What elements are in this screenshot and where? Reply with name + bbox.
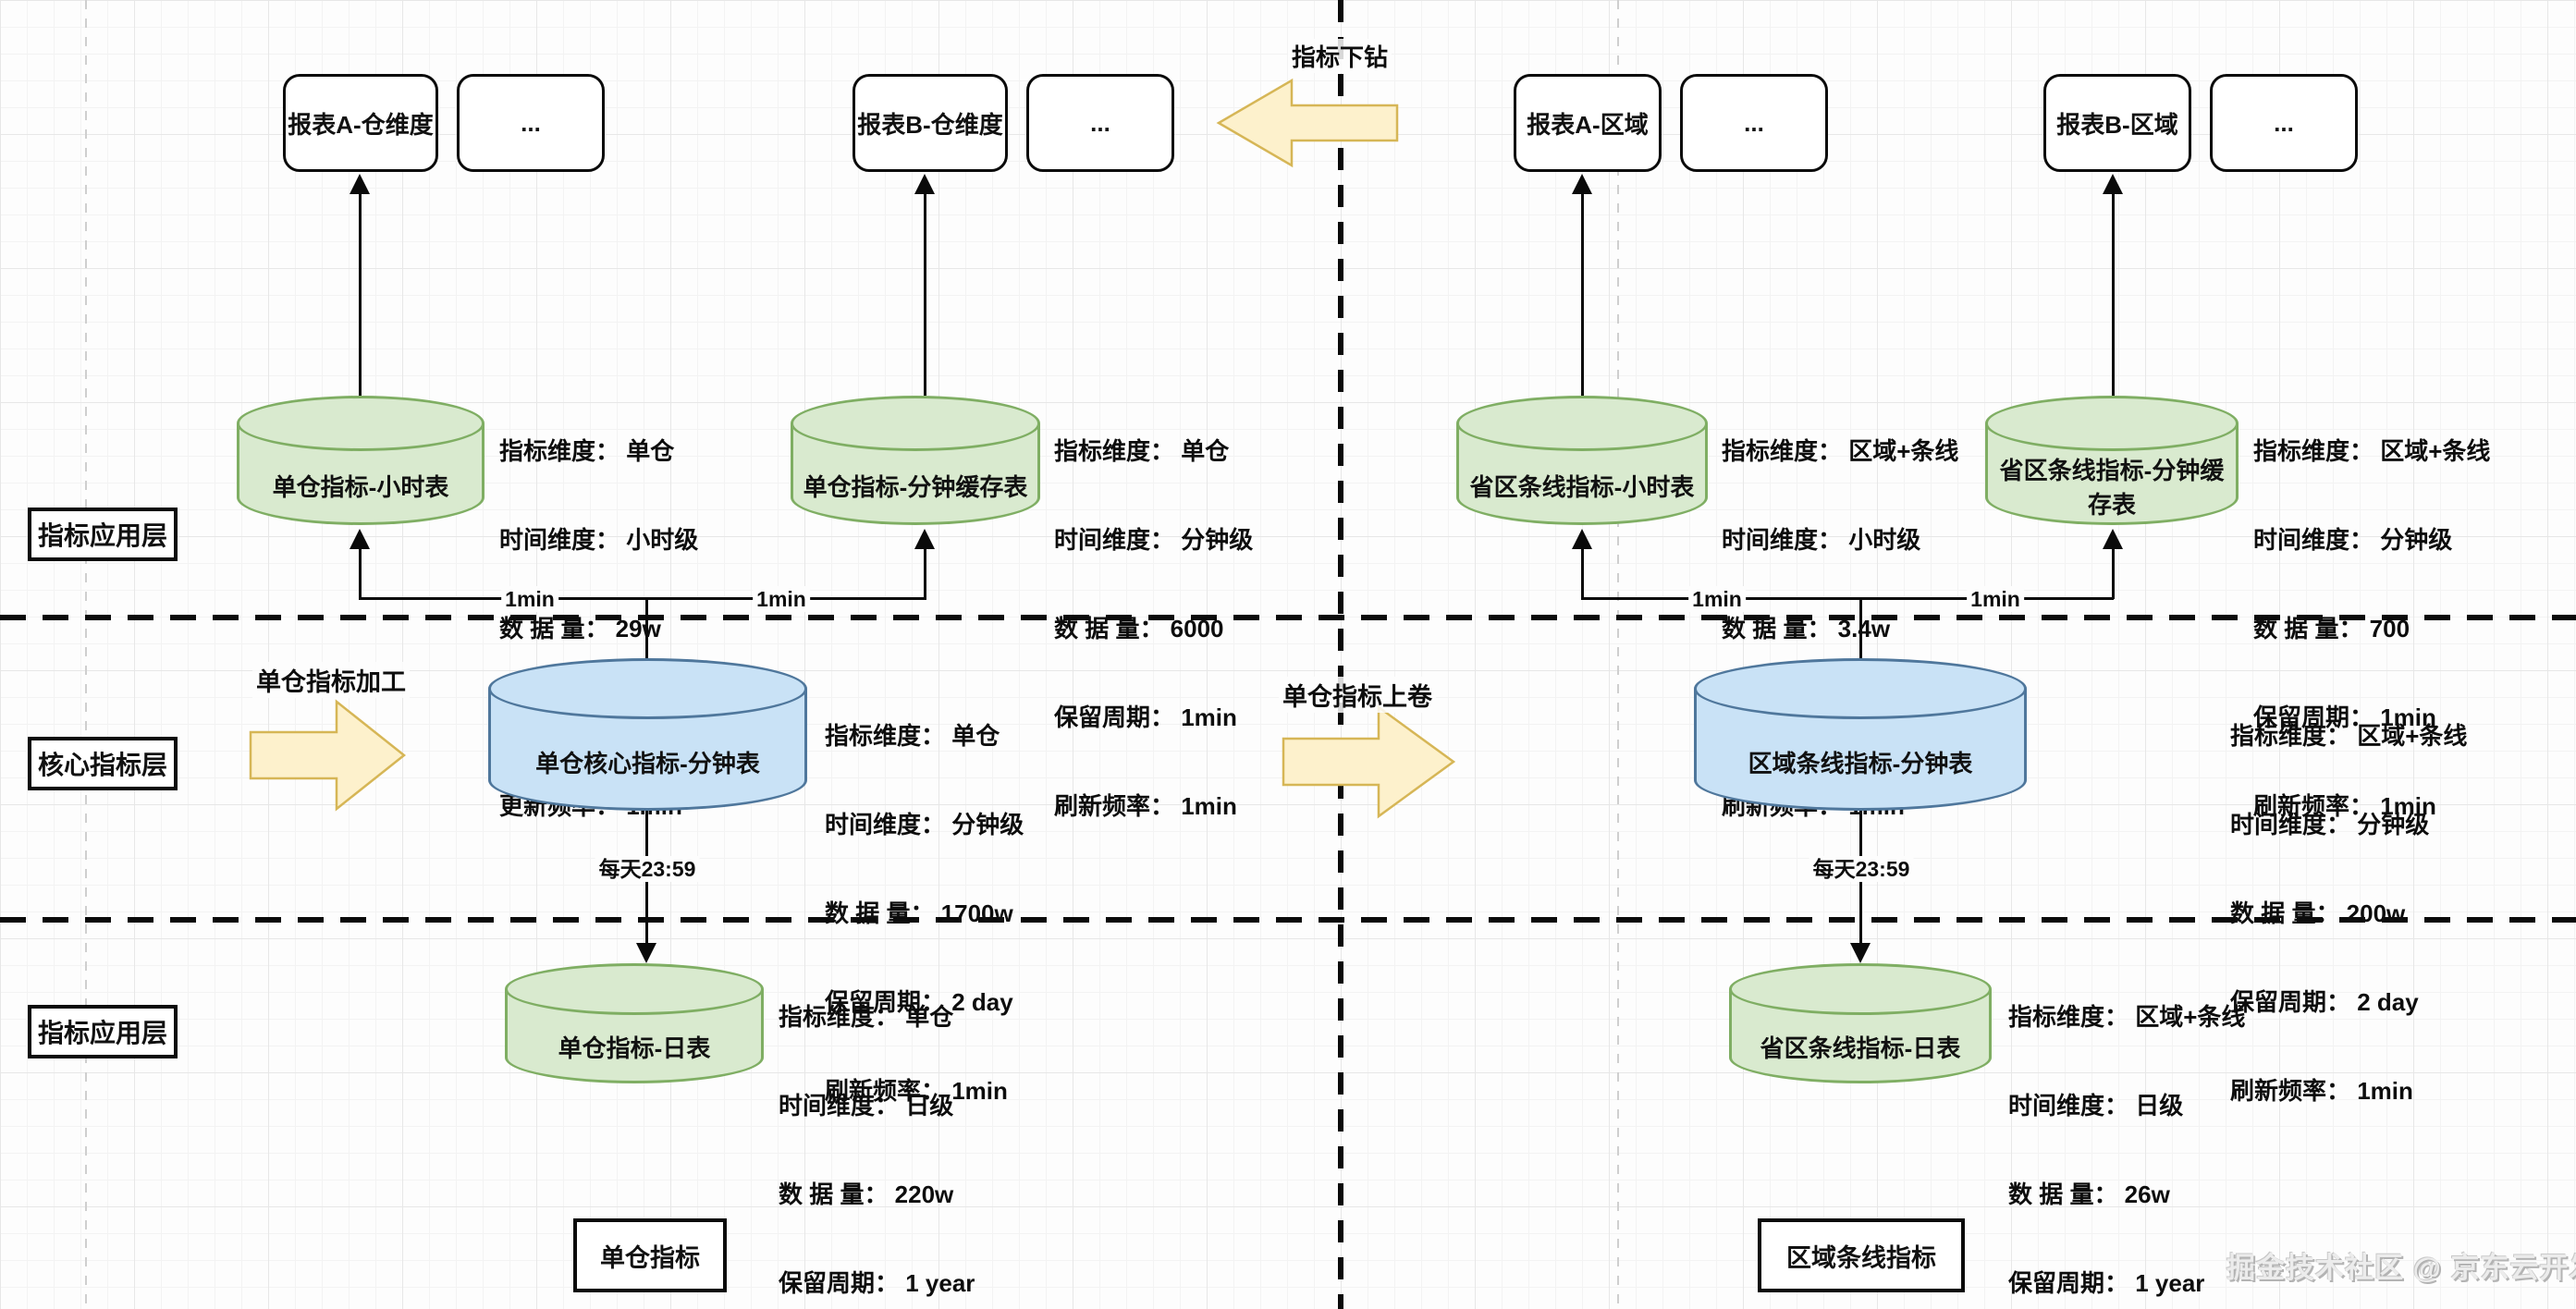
edge-label-1min: 1min bbox=[501, 586, 558, 612]
cylinder-region-hour: 省区条线指标-小时表 bbox=[1456, 396, 1708, 525]
stats-wh-core-min: 指标维度： 单仓 时间维度： 分钟级 数 据 量： 1700w 保留周期： 2 … bbox=[825, 722, 1024, 1105]
connector-whhour-to-reportA bbox=[359, 185, 362, 396]
cylinder-region-day: 省区条线指标-日表 bbox=[1729, 963, 1992, 1083]
stats-region-min: 指标维度： 区域+条线 时间维度： 分钟级 数 据 量： 200w 保留周期： … bbox=[2230, 722, 2468, 1105]
cylinder-top-ellipse bbox=[505, 963, 764, 1015]
cylinder-top-ellipse bbox=[237, 396, 485, 451]
arrowhead-up bbox=[350, 529, 370, 549]
arrowhead-up bbox=[2103, 529, 2123, 549]
elbow-junction-left bbox=[645, 597, 648, 666]
stats-region-min-cache: 指标维度： 区域+条线 时间维度： 分钟级 数 据 量： 700 保留周期： 1… bbox=[2253, 437, 2491, 820]
group-label-text: 单仓指标 bbox=[600, 1243, 700, 1272]
arrowhead-down bbox=[1850, 943, 1871, 963]
cylinder-top-ellipse bbox=[791, 396, 1040, 451]
cylinder-top-ellipse bbox=[1729, 963, 1992, 1015]
cylinder-top-ellipse bbox=[1985, 396, 2239, 451]
stats-wh-day: 指标维度： 单仓 时间维度： 日级 数 据 量： 220w 保留周期： 1 ye… bbox=[779, 1003, 975, 1297]
report-box-b-region: 报表B-区域 bbox=[2043, 74, 2191, 172]
layer-label-text: 指标应用层 bbox=[37, 1019, 167, 1047]
flow-label-roll-up: 单仓指标上卷 bbox=[1279, 677, 1436, 713]
report-box-more: ... bbox=[2210, 74, 2358, 172]
elbow-horizontal-left bbox=[359, 597, 926, 600]
report-box-more: ... bbox=[457, 74, 605, 172]
layer-label-core: 核心指标层 bbox=[28, 737, 178, 790]
report-box-label: 报表A-仓维度 bbox=[288, 110, 434, 139]
group-label-text: 区域条线指标 bbox=[1786, 1243, 1936, 1272]
edge-label-daily: 每天23:59 bbox=[595, 856, 700, 882]
report-box-more: ... bbox=[1026, 74, 1174, 172]
edge-label-1min: 1min bbox=[1688, 586, 1746, 612]
cylinder-label: 单仓指标-日表 bbox=[558, 1034, 711, 1062]
edge-label-1min: 1min bbox=[753, 586, 810, 612]
report-box-label: ... bbox=[1744, 108, 1764, 137]
flow-label-drill-down: 指标下钻 bbox=[1287, 39, 1392, 73]
report-box-more: ... bbox=[1680, 74, 1828, 172]
cylinder-label: 单仓指标-小时表 bbox=[272, 473, 449, 501]
page-guide-right bbox=[1617, 0, 1619, 1309]
layer-label-text: 核心指标层 bbox=[37, 751, 167, 779]
cylinder-label: 单仓核心指标-分钟表 bbox=[535, 750, 760, 777]
arrowhead-up bbox=[350, 174, 370, 194]
layer-label-app-bottom: 指标应用层 bbox=[28, 1005, 178, 1058]
elbow-junction-right bbox=[1859, 597, 1862, 666]
flow-label-process: 单仓指标加工 bbox=[252, 662, 410, 698]
connector-regionmincache-to-reportB-region bbox=[2112, 185, 2115, 396]
cylinder-label: 省区条线指标-日表 bbox=[1760, 1034, 1961, 1062]
report-box-label: 报表B-区域 bbox=[2056, 110, 2178, 139]
cylinder-label: 区域条线指标-分钟表 bbox=[1748, 750, 1973, 777]
cylinder-wh-hour: 单仓指标-小时表 bbox=[237, 396, 485, 525]
cylinder-top-ellipse bbox=[1456, 396, 1708, 451]
cylinder-region-min-cache: 省区条线指标-分钟缓存表 bbox=[1985, 396, 2239, 525]
layer-label-app-top: 指标应用层 bbox=[28, 508, 178, 561]
elbow-stub bbox=[359, 547, 362, 599]
arrowhead-up bbox=[1572, 174, 1592, 194]
stats-wh-min-cache: 指标维度： 单仓 时间维度： 分钟级 数 据 量： 6000 保留周期： 1mi… bbox=[1054, 437, 1254, 820]
cylinder-wh-day: 单仓指标-日表 bbox=[505, 963, 764, 1083]
cylinder-label: 省区条线指标-小时表 bbox=[1469, 473, 1695, 501]
cylinder-label: 省区条线指标-分钟缓存表 bbox=[1999, 456, 2225, 519]
report-box-label: ... bbox=[521, 108, 541, 137]
page-guide-left bbox=[85, 0, 87, 1309]
report-box-label: 报表A-区域 bbox=[1527, 110, 1649, 139]
cylinder-top-ellipse bbox=[1694, 658, 2027, 719]
edge-label-daily: 每天23:59 bbox=[1809, 856, 1914, 882]
process-arrow bbox=[249, 699, 407, 812]
report-box-b-warehouse: 报表B-仓维度 bbox=[853, 74, 1008, 172]
report-box-a-warehouse: 报表A-仓维度 bbox=[283, 74, 438, 172]
cylinder-label: 单仓指标-分钟缓存表 bbox=[803, 473, 1028, 501]
layer-divider-top bbox=[0, 615, 2576, 620]
section-divider-vertical bbox=[1338, 0, 1343, 1309]
arrowhead-up bbox=[1572, 529, 1592, 549]
elbow-stub bbox=[1581, 547, 1584, 599]
group-label-region: 区域条线指标 bbox=[1758, 1218, 1965, 1292]
arrowhead-down bbox=[636, 943, 656, 963]
report-box-label: 报表B-仓维度 bbox=[857, 110, 1003, 139]
elbow-horizontal-right bbox=[1581, 597, 2114, 600]
layer-divider-bottom bbox=[0, 917, 2576, 923]
arrowhead-up bbox=[914, 174, 935, 194]
edge-label-1min: 1min bbox=[1967, 586, 2024, 612]
cylinder-wh-min-cache: 单仓指标-分钟缓存表 bbox=[791, 396, 1040, 525]
cylinder-wh-core-min: 单仓核心指标-分钟表 bbox=[488, 658, 807, 811]
report-box-label: ... bbox=[2274, 108, 2294, 137]
drill-down-arrow bbox=[1216, 78, 1399, 168]
watermark: 掘金技术社区 @ 京东云开发者 bbox=[2226, 1252, 2576, 1284]
connector-regionhour-to-reportA-region bbox=[1581, 185, 1584, 396]
roll-up-arrow bbox=[1282, 704, 1456, 819]
stats-region-day: 指标维度： 区域+条线 时间维度： 日级 数 据 量： 26w 保留周期： 1 … bbox=[2008, 1003, 2246, 1297]
group-label-warehouse: 单仓指标 bbox=[573, 1218, 727, 1292]
layer-label-text: 指标应用层 bbox=[37, 521, 167, 550]
elbow-stub bbox=[924, 547, 926, 599]
arrowhead-up bbox=[914, 529, 935, 549]
report-box-label: ... bbox=[1090, 108, 1110, 137]
connector-whmincache-to-reportB bbox=[924, 185, 926, 396]
cylinder-region-min: 区域条线指标-分钟表 bbox=[1694, 658, 2027, 811]
arrowhead-up bbox=[2103, 174, 2123, 194]
elbow-stub bbox=[2112, 547, 2115, 599]
report-box-a-region: 报表A-区域 bbox=[1514, 74, 1662, 172]
cylinder-top-ellipse bbox=[488, 658, 807, 719]
